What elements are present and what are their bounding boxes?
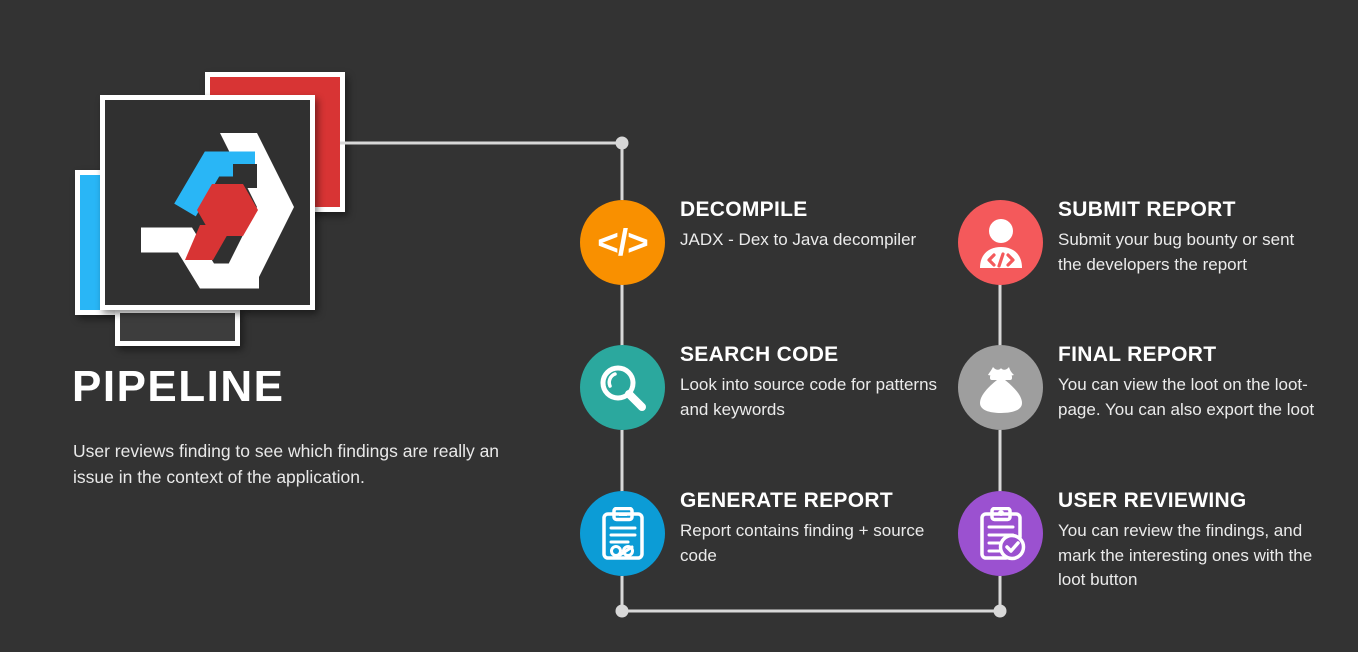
submit-report-bubble[interactable] [958, 200, 1043, 285]
step-search-code-desc: Look into source code for patterns and k… [680, 375, 938, 419]
step-user-reviewing-desc: You can review the findings, and mark th… [1058, 521, 1313, 590]
step-final-report-desc: You can view the loot on the loot-page. … [1058, 375, 1315, 419]
page-title: PIPELINE [72, 362, 285, 411]
step-search-code-title: SEARCH CODE [680, 343, 839, 366]
connector-node-bottom-right [993, 604, 1007, 618]
developer-person-icon [979, 218, 1022, 268]
page-subtitle: User reviews finding to see which findin… [73, 441, 500, 488]
step-submit-report-title: SUBMIT REPORT [1058, 198, 1236, 221]
step-generate-report-title: GENERATE REPORT [680, 489, 893, 512]
step-decompile-desc: JADX - Dex to Java decompiler [680, 230, 917, 250]
hexagon-arrow-logo [141, 133, 294, 289]
decompile-bubble[interactable]: </> [580, 200, 665, 285]
brand-block: PIPELINE User reviews finding to see whi… [0, 0, 560, 652]
logo-card-bottom [115, 308, 240, 346]
connector-node-bottom-left [615, 604, 629, 618]
user-reviewing-bubble[interactable] [958, 491, 1043, 576]
generate-report-bubble[interactable] [580, 491, 665, 576]
final-report-bubble[interactable] [958, 345, 1043, 430]
step-decompile-title: DECOMPILE [680, 198, 808, 221]
clipboard-code-icon [601, 506, 644, 560]
code-brackets-icon: </> [597, 222, 648, 263]
step-final-report-title: FINAL REPORT [1058, 343, 1217, 366]
search-code-bubble[interactable] [580, 345, 665, 430]
clipboard-check-icon [979, 506, 1025, 560]
logo-card-main [100, 95, 315, 310]
step-submit-report-desc: Submit your bug bounty or sent the devel… [1058, 230, 1295, 274]
magnifier-icon [600, 365, 646, 411]
step-user-reviewing-title: USER REVIEWING [1058, 489, 1247, 512]
step-generate-report-desc: Report contains finding + source code [680, 521, 925, 565]
connector-node-top [615, 136, 629, 150]
money-bag-icon [979, 366, 1022, 413]
